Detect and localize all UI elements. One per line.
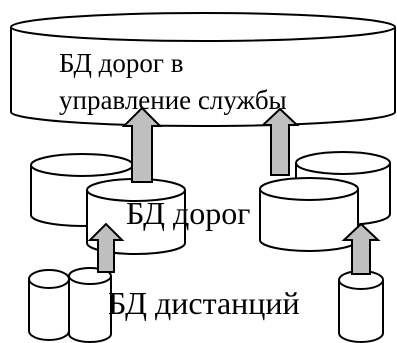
roads-db-label: БД дорог [126, 195, 251, 231]
up-arrow-left-lower [87, 222, 125, 273]
up-arrow-right-lower [341, 222, 381, 275]
distance-db-cylinder-left-back [28, 269, 70, 341]
up-arrow-right-upper [260, 107, 300, 176]
distance-db-cylinder-right [338, 270, 384, 343]
management-db-cylinder [10, 12, 396, 127]
management-db-label-line2: управление службы [59, 85, 287, 115]
management-db-label-line1: БД дорог в [59, 48, 184, 78]
distances-db-label: БД дистанций [108, 285, 300, 321]
up-arrow-left-upper [121, 106, 163, 183]
roads-db-cylinder-front-right [259, 177, 359, 252]
distance-db-cylinder-left-front [68, 267, 112, 343]
